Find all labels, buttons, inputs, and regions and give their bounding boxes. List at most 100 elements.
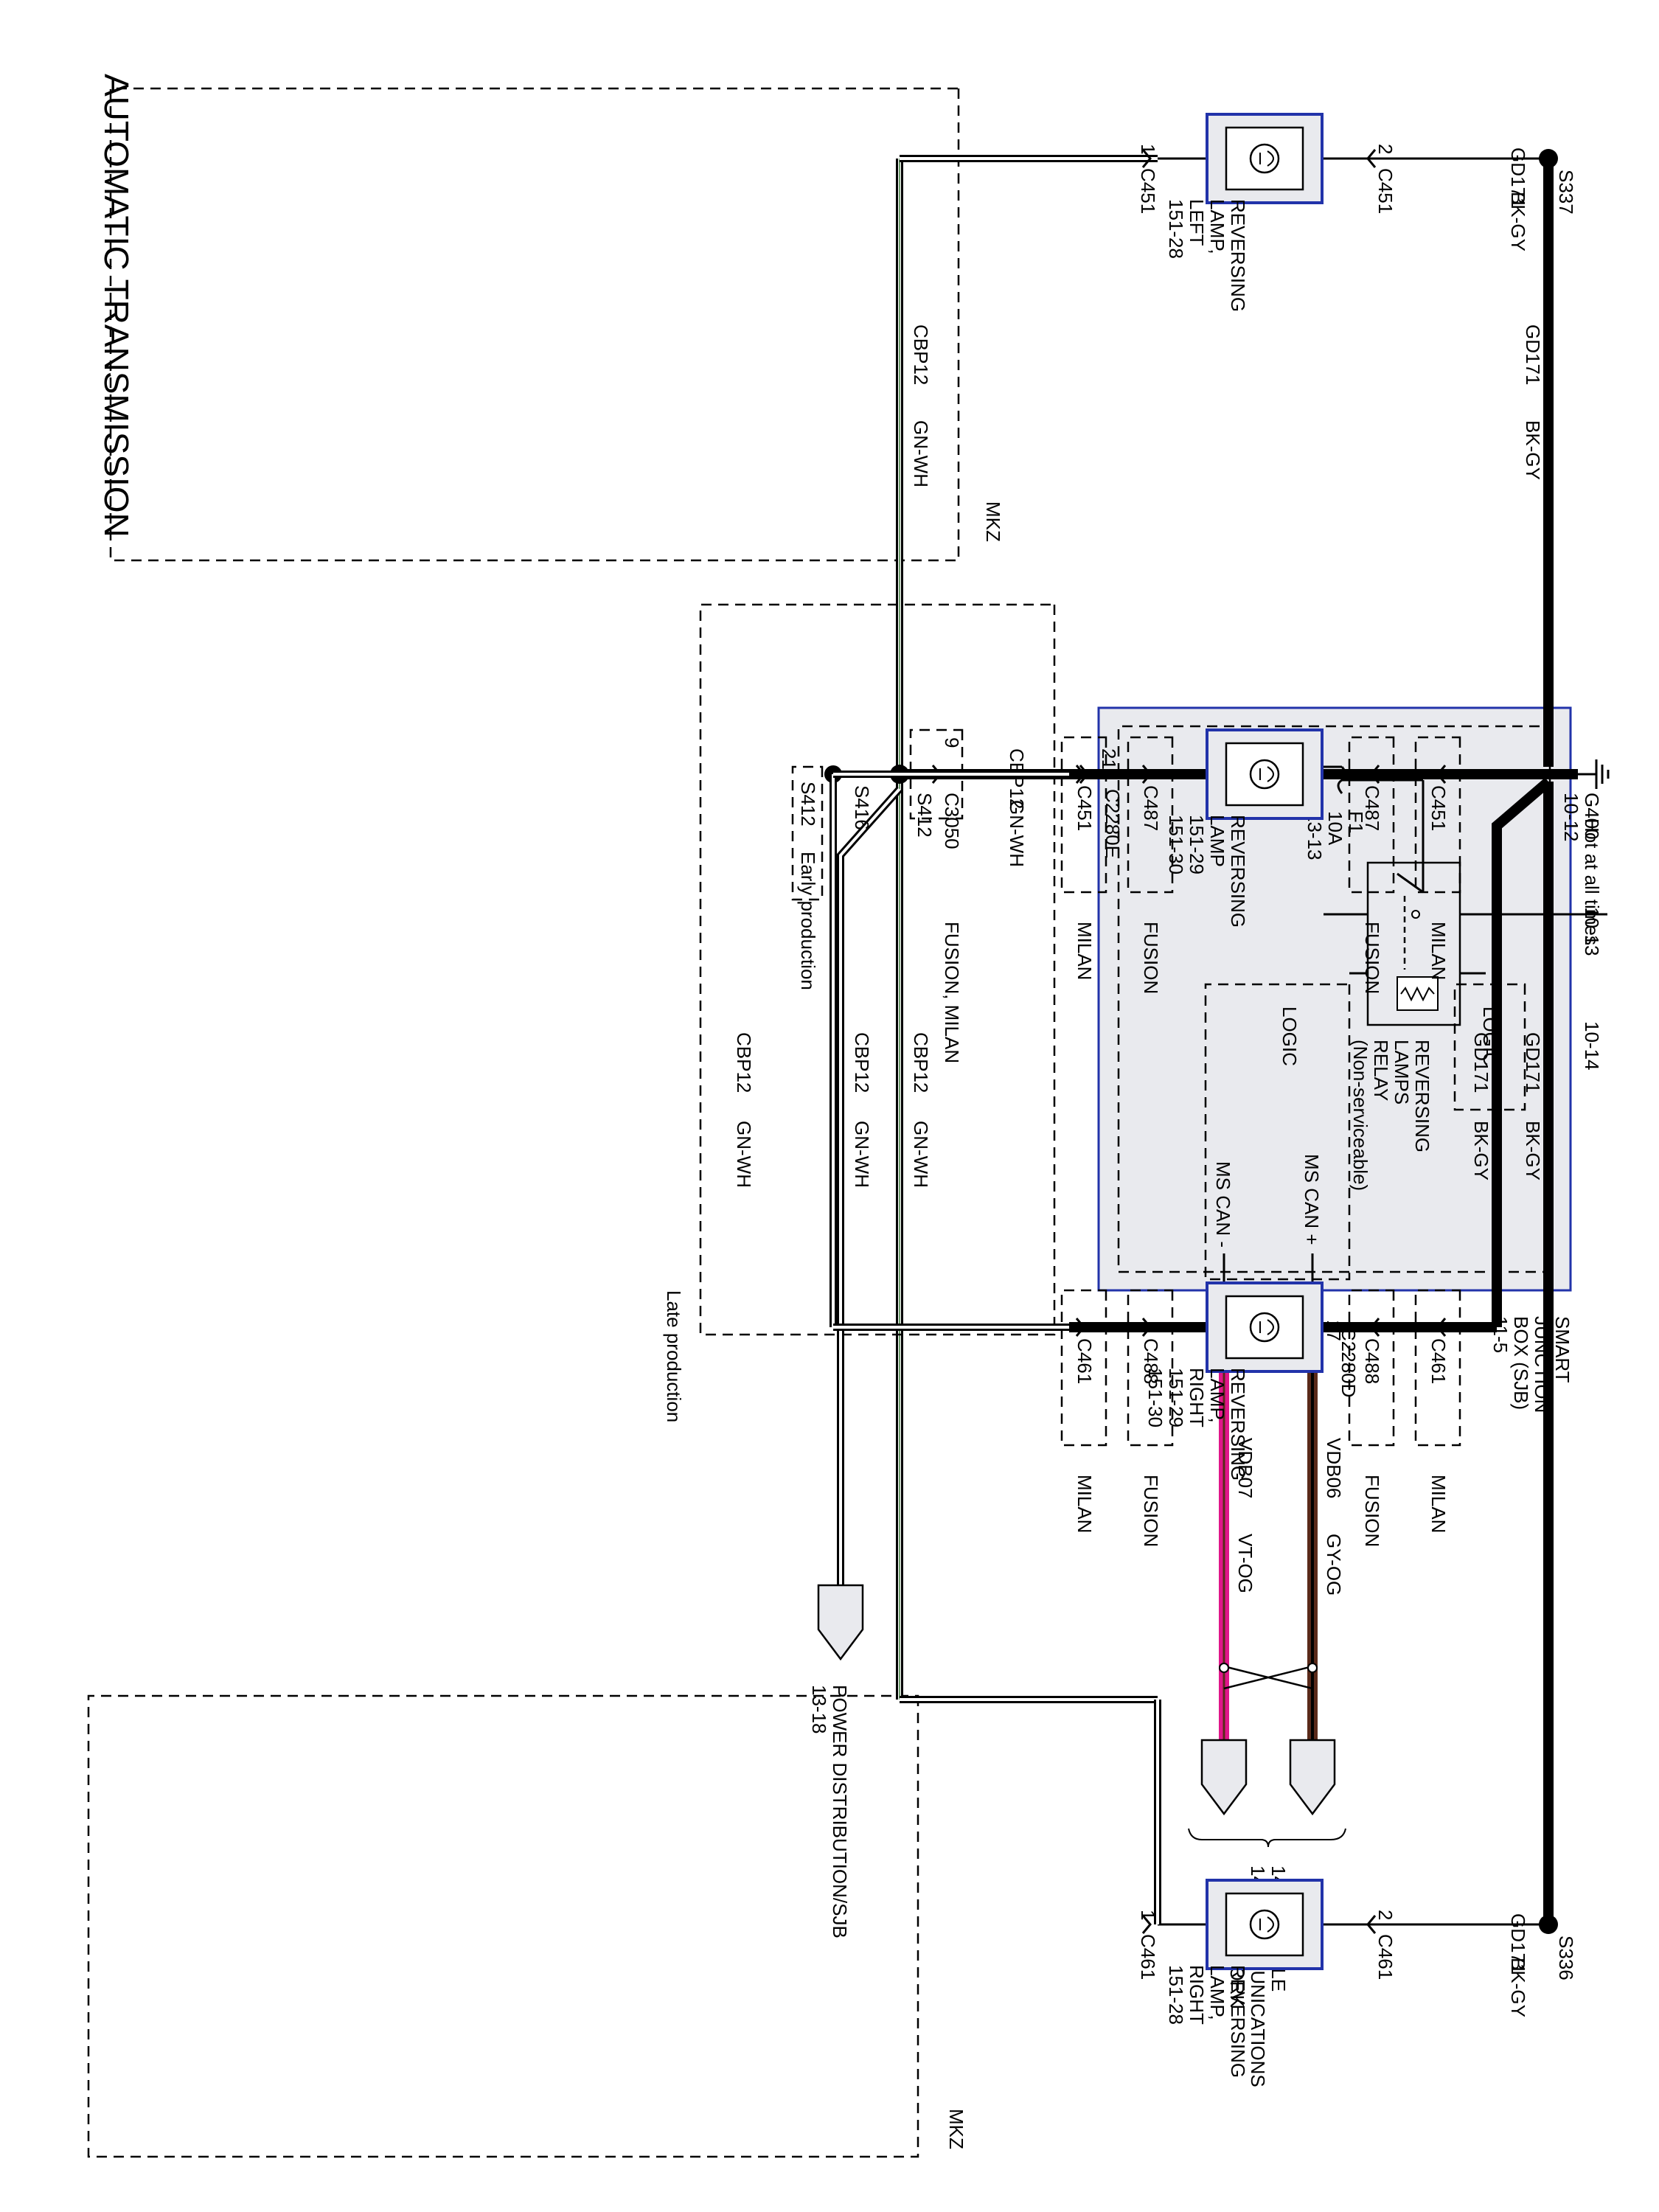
sjb-name: SMART JUNCTION BOX (SJB) 11-5: [1489, 1316, 1573, 1419]
c451-left-pin1: 1: [1137, 144, 1159, 154]
power-dist-ref: 13-18: [808, 1685, 830, 1734]
s337-splice-dot[interactable]: [1539, 149, 1558, 168]
c487-center-pin2-label: C487: [1361, 785, 1383, 831]
s337-label: S337: [1555, 170, 1577, 215]
bkgy-mid-return-label: BK-GY: [1470, 1121, 1492, 1180]
gnwh-mid-label: GN-WH: [733, 1121, 755, 1188]
late-production-branch-wire-in: [839, 787, 901, 1585]
ms-can-plus-label: MS CAN +: [1301, 1154, 1323, 1245]
c488-pin1-label: C488: [1140, 1338, 1162, 1384]
sjb-box[interactable]: [1097, 706, 1572, 1292]
bkgy-left-bus-label: BK-GY: [1522, 420, 1544, 480]
twisted-pair-end-a: [1307, 1663, 1318, 1673]
vdb06-color: GY-OG: [1323, 1534, 1345, 1596]
cbp12-late-label: CBP12: [851, 1032, 873, 1093]
c2280e-label: C2280E: [1102, 789, 1124, 858]
c487-center-pin2-fusion: FUSION: [1361, 922, 1383, 994]
c487-center-pin2-box: [1348, 736, 1395, 894]
lamp-left-icon[interactable]: [1206, 113, 1324, 204]
c488-pin2-box: [1348, 1289, 1395, 1447]
relay-coil-icon: [1397, 976, 1439, 1011]
c3050-label: C3050: [941, 793, 963, 849]
lamp-center-icon[interactable]: [1206, 728, 1324, 820]
twisted-pair-icon: [1223, 1665, 1313, 1690]
lamp-left-name: REVERSING LAMP, LEFT 151-28: [1165, 199, 1249, 317]
c3050-pin: 9: [941, 737, 963, 748]
ms-can-minus-label: MS CAN -: [1212, 1161, 1234, 1248]
relay-switch-icon: [1397, 872, 1424, 894]
early-production-label: Early production: [797, 852, 819, 990]
c2280e-pin: 21: [1098, 748, 1120, 770]
s336-label: S336: [1555, 1935, 1577, 1980]
lamp-right-mid-name: REVERSING LAMP, RIGHT 151-29 151-30: [1144, 1368, 1249, 1486]
vdb07-label: VDB07: [1234, 1438, 1256, 1498]
fuse-rating: 10A: [1324, 811, 1346, 846]
lamp-right-name: REVERSING LAMP, RIGHT 151-28: [1165, 1965, 1249, 2083]
c451-center-pin1-box: [1060, 736, 1107, 894]
cbp12-sjb-label: CBP12: [1006, 748, 1028, 809]
lamp-center-name: REVERSING LAMP 151-29 151-30: [1165, 815, 1249, 933]
gd171-mid-return-label: GD171: [1470, 1032, 1492, 1093]
s416-label: S416: [851, 785, 873, 830]
lamp-right-mid-icon[interactable]: [1206, 1281, 1324, 1373]
late-production-label: Late production: [663, 1290, 685, 1422]
c487-center-fusion: FUSION: [1140, 922, 1162, 994]
ground-ref-3: 10-14: [1581, 1021, 1603, 1071]
ground-name: G400: [1581, 793, 1603, 840]
c461-mid-pin1-milan: MILAN: [1074, 1475, 1096, 1533]
c461-right-pin2: 2: [1374, 1910, 1397, 1920]
c451-center-pin1-label: C451: [1074, 785, 1096, 831]
c461-mid-pin2-milan: MILAN: [1427, 1475, 1450, 1533]
ground-ref-2: 10-13: [1581, 907, 1603, 956]
c451-center-pin2-box: [1414, 736, 1461, 894]
cbp12-mid-label: CBP12: [733, 1032, 755, 1093]
relay-contact-icon: [1411, 910, 1420, 919]
c461-mid-pin1-label: C461: [1074, 1338, 1096, 1384]
s336-splice-dot[interactable]: [1539, 1915, 1558, 1934]
diagram-title: AUTOMATIC TRANSMISSION: [97, 74, 136, 538]
s412-early-label: S412: [797, 782, 819, 827]
c488-pin2-label: C488: [1361, 1338, 1383, 1384]
relay-name: REVERSING LAMPS RELAY (Non-serviceable): [1349, 1040, 1433, 1191]
mcn-connector-minus-icon[interactable]: [1200, 1739, 1248, 1816]
c451-center-milan: MILAN: [1074, 922, 1096, 980]
lamp-right-icon[interactable]: [1206, 1879, 1324, 1970]
s412-label: S412: [914, 793, 936, 838]
relay-coil-zigzag-icon: [1400, 986, 1435, 1002]
fusion-milan-label: FUSION, MILAN: [941, 922, 963, 1063]
c461-right-pin2-label: C461: [1374, 1934, 1397, 1980]
c487-center-pin1-label: C487: [1140, 785, 1162, 831]
gd171-left-bus-label: GD171: [1522, 324, 1544, 385]
logic-box-inner: [1204, 983, 1351, 1281]
cbp12-center-label: CBP12: [910, 1032, 932, 1093]
cbp12-left-label: CBP12: [910, 324, 932, 385]
gnwh-late-label: GN-WH: [851, 1121, 873, 1188]
mkz-box-right: [87, 1694, 919, 2158]
mcn-brace-icon: [1188, 1828, 1346, 1848]
c488-pin1-fusion: FUSION: [1140, 1475, 1162, 1547]
c451-left-pin1-label: C451: [1137, 168, 1159, 214]
vdb07-color: VT-OG: [1234, 1534, 1256, 1593]
twisted-pair-end-b: [1219, 1663, 1229, 1673]
mkz-label-left: MKZ: [982, 501, 1004, 542]
power-dist-connector-icon[interactable]: [817, 1584, 864, 1661]
gd171-right-mid-return[interactable]: [1492, 777, 1552, 1327]
c451-center-pin2-milan: MILAN: [1427, 922, 1450, 980]
late-production-box: [699, 603, 1056, 1336]
gnwh-left-label: GN-WH: [910, 420, 932, 487]
logic-label-inner: LOGIC: [1279, 1006, 1301, 1066]
logic-box-outer: [1453, 983, 1526, 1111]
mcn-connector-plus-icon[interactable]: [1289, 1739, 1336, 1816]
c488-pin2-fusion: FUSION: [1361, 1475, 1383, 1547]
c461-mid-pin2-box: [1414, 1289, 1461, 1447]
vdb06-label: VDB06: [1323, 1438, 1345, 1498]
c451-left-pin2: 2: [1374, 144, 1397, 154]
c461-mid-pin2-label: C461: [1427, 1338, 1450, 1384]
gnwh-center-label: GN-WH: [910, 1121, 932, 1188]
mkz-box-left: [109, 87, 960, 562]
gd171-s337-label: GD171: [1507, 147, 1529, 208]
bkgy-s336-label: BK-GY: [1507, 1958, 1529, 2017]
